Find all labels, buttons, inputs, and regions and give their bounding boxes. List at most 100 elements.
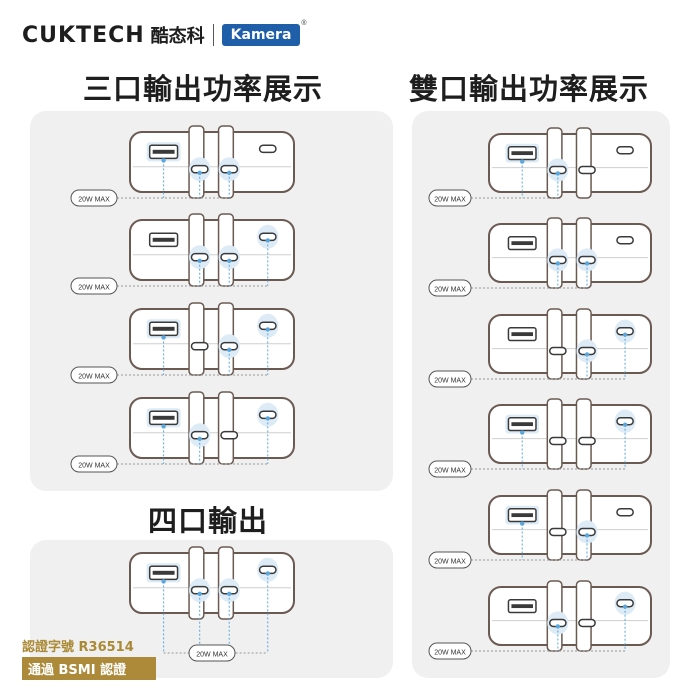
usb-a-tongue (511, 422, 533, 427)
usb-a-dot (161, 335, 166, 340)
power-bank-diagram-four-0: 20W MAX (129, 546, 295, 662)
usb-a-tongue (152, 415, 175, 420)
cable-strap-2 (575, 580, 592, 652)
max-label-text: 20W MAX (434, 197, 466, 204)
power-bank-diagram-two-4: 20W MAX (428, 489, 652, 569)
usb-c3-dot (265, 327, 270, 332)
usb-c1-dot (197, 170, 202, 175)
cable-strap-1 (188, 302, 205, 376)
usb-c3-port (616, 236, 634, 245)
usb-a-dot (520, 159, 525, 164)
usb-a-tongue (152, 326, 175, 331)
usb-a-tongue (511, 151, 533, 156)
usb-c2-port (578, 618, 596, 628)
max-label-text: 20W MAX (78, 285, 110, 292)
brand-logo-row: CUKTECH 酷态科 Kamera ® (22, 20, 307, 50)
usb-c1-dot (197, 258, 202, 263)
usb-c2-dot (227, 347, 232, 352)
usb-c2-dot (584, 261, 590, 266)
power-bank-diagram-two-5: 20W MAX (428, 580, 652, 660)
usb-c3-port (258, 144, 277, 154)
usb-c2-dot (227, 591, 232, 596)
max-label-text: 20W MAX (434, 287, 466, 294)
max-label-text: 20W MAX (434, 468, 466, 475)
power-bank-diagram-two-1: 20W MAX (428, 217, 652, 297)
cable-strap-1 (546, 308, 563, 380)
usb-c1-dot (197, 436, 202, 441)
usb-c1-port (190, 341, 209, 351)
usb-a-tongue (152, 570, 175, 575)
usb-c2-port (220, 430, 239, 440)
power-bank-diagram-three-3: 20W MAX (70, 391, 295, 473)
usb-a-tongue (511, 513, 533, 518)
usb-c2-port (578, 436, 596, 446)
max-label-box (428, 460, 472, 478)
cable-strap-1 (546, 489, 563, 561)
kamera-logo: Kamera (221, 24, 301, 46)
power-bank-body (488, 133, 652, 193)
max-label-box (70, 189, 118, 207)
max-label-box (428, 551, 472, 569)
usb-c1-dot (555, 171, 561, 176)
usb-a-tongue (511, 604, 533, 609)
usb-c3-dot (622, 332, 628, 337)
registered-mark: ® (301, 20, 307, 27)
usb-c1-dot (197, 591, 202, 596)
max-label-box (70, 277, 118, 295)
heading-four-port: 四口輸出 (148, 504, 269, 538)
cuktech-cn-logo: 酷态科 (150, 26, 205, 47)
certification-label: 通過 BSMI 認證 (22, 657, 156, 680)
usb-c2-port (578, 165, 596, 175)
cuktech-logo: CUKTECH (22, 22, 145, 48)
usb-c3-dot (265, 238, 270, 243)
usb-a-dot (161, 579, 166, 584)
certification-badge: 認證字號 R36514 通過 BSMI 認證 (22, 636, 156, 680)
usb-c2-dot (584, 352, 590, 357)
cable-strap-1 (546, 398, 563, 470)
power-bank-body (488, 495, 652, 555)
usb-c1-dot (555, 624, 561, 629)
max-label-text: 20W MAX (434, 559, 466, 566)
max-label-box (428, 642, 472, 660)
certification-number: 認證字號 R36514 (22, 640, 134, 655)
power-bank-body (488, 223, 652, 283)
max-label-text: 20W MAX (78, 374, 110, 381)
usb-c3-dot (265, 416, 270, 421)
max-label-box (428, 189, 472, 207)
power-bank-diagram-two-2: 20W MAX (428, 308, 652, 388)
usb-c1-port (549, 436, 567, 446)
cable-strap-2 (575, 398, 592, 470)
max-label-box (70, 455, 118, 473)
usb-c1-dot (555, 261, 561, 266)
cable-strap-2 (575, 127, 592, 199)
usb-c3-dot (622, 604, 628, 609)
max-label-box (428, 279, 472, 297)
max-label-text: 20W MAX (196, 652, 228, 659)
max-label-text: 20W MAX (434, 378, 466, 385)
usb-c2-dot (227, 170, 232, 175)
usb-c1-port (549, 527, 567, 537)
power-bank-diagram-three-1: 20W MAX (70, 213, 295, 295)
usb-a-tongue (152, 149, 175, 154)
cable-strap-2 (217, 391, 235, 465)
usb-c2-dot (584, 533, 590, 538)
usb-c3-port (616, 146, 634, 155)
max-label-box (188, 644, 236, 662)
usb-c3-port (616, 508, 634, 517)
power-bank-diagram-two-0: 20W MAX (428, 127, 652, 207)
usb-a-dot (520, 521, 525, 526)
usb-c2-dot (227, 258, 232, 263)
usb-a-dot (161, 424, 166, 429)
usb-a-tongue (152, 237, 175, 242)
usb-c3-dot (265, 571, 270, 576)
power-bank-diagram-three-0: 20W MAX (70, 125, 295, 207)
logo-divider (212, 24, 214, 46)
max-label-text: 20W MAX (78, 197, 110, 204)
heading-three-port: 三口輸出功率展示 (83, 72, 324, 106)
max-label-box (428, 370, 472, 388)
usb-c1-port (549, 346, 567, 356)
usb-c3-dot (622, 422, 628, 427)
max-label-text: 20W MAX (434, 650, 466, 657)
power-bank-diagram-two-3: 20W MAX (428, 398, 652, 478)
